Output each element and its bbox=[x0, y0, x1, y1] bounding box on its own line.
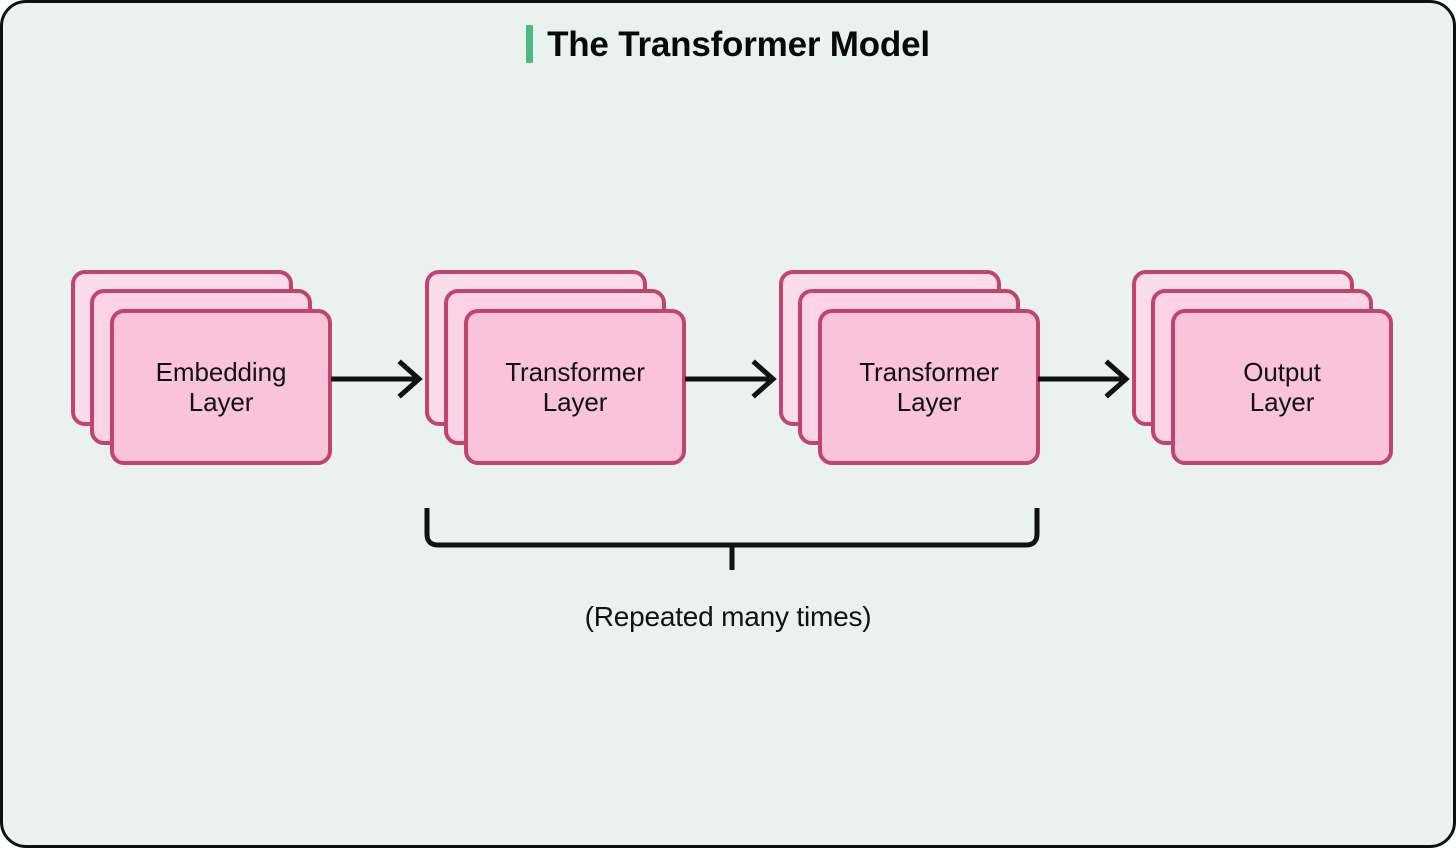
layer-card-label-line2: Layer bbox=[1249, 387, 1315, 417]
layer-card-front[interactable]: Output Layer bbox=[1171, 309, 1393, 465]
layer-card-label-line2: Layer bbox=[542, 387, 608, 417]
layer-stack-transformer-layer-1[interactable]: Transformer Layer bbox=[425, 270, 687, 466]
layer-card-front[interactable]: Transformer Layer bbox=[464, 309, 686, 465]
arrow-icon-transformer-2-to-output bbox=[1038, 358, 1134, 400]
layer-card-label-line1: Output bbox=[1243, 356, 1321, 387]
arrow-icon-transformer-1-to-transformer-2 bbox=[685, 358, 781, 400]
page-title-text: The Transformer Model bbox=[547, 24, 930, 64]
layer-card-label-line1: Transformer bbox=[505, 356, 645, 387]
repeat-brace bbox=[413, 498, 1053, 583]
layer-card-label-line2: Layer bbox=[896, 387, 962, 417]
layer-card-label: Transformer Layer bbox=[851, 357, 1007, 418]
title-accent-bar bbox=[526, 25, 534, 63]
layer-stack-embedding-layer[interactable]: Embedding Layer bbox=[71, 270, 333, 466]
repeat-caption: (Repeated many times) bbox=[584, 601, 872, 632]
page-title: The Transformer Model bbox=[3, 25, 1453, 63]
layer-card-front[interactable]: Embedding Layer bbox=[110, 309, 332, 465]
layer-card-label: Transformer Layer bbox=[497, 357, 653, 418]
layer-card-label: Embedding Layer bbox=[148, 357, 295, 418]
arrow-icon-embedding-to-transformer-1 bbox=[331, 358, 427, 400]
layer-card-front[interactable]: Transformer Layer bbox=[818, 309, 1040, 465]
layer-card-label-line1: Embedding bbox=[155, 356, 287, 387]
layer-card-label-line1: Transformer bbox=[859, 356, 999, 387]
layer-card-label: Output Layer bbox=[1235, 357, 1328, 418]
layer-stack-transformer-layer-2[interactable]: Transformer Layer bbox=[779, 270, 1041, 466]
layer-stack-output-layer[interactable]: Output Layer bbox=[1132, 270, 1394, 466]
layer-card-label-line2: Layer bbox=[188, 387, 254, 417]
